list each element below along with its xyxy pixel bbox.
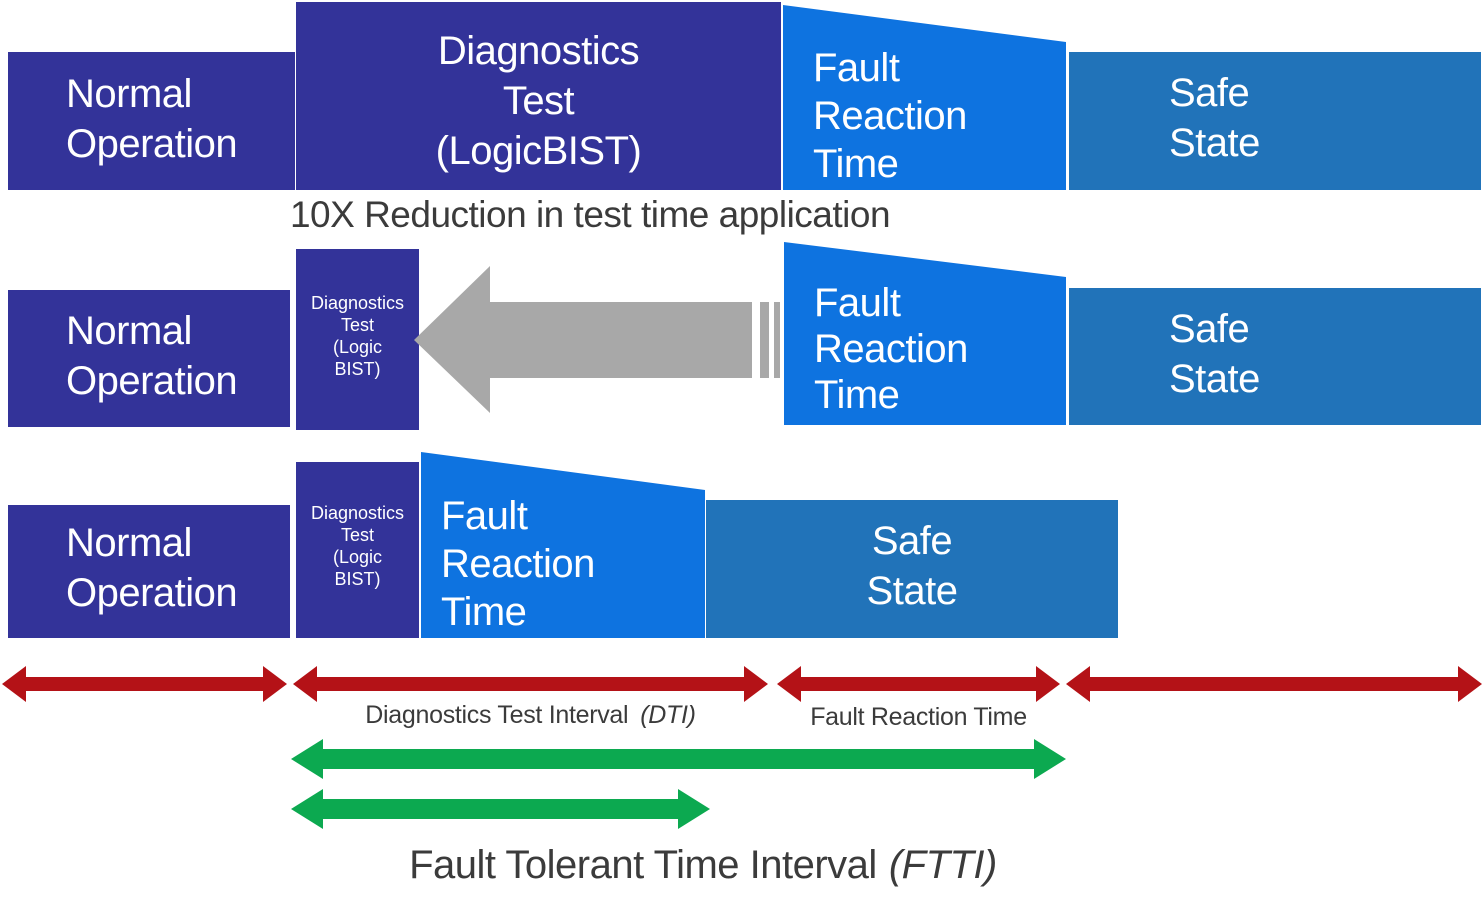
block-label-line: Diagnostics (310, 293, 405, 313)
fault-reaction-time-label: Fault Reaction Time (777, 703, 1060, 732)
frt-label-text: Fault Reaction Time (810, 703, 1027, 731)
row3-safe-state-block: Safe State (706, 500, 1118, 638)
block-label-line: Safe (1169, 307, 1250, 351)
row2-fault-reaction-time-block: Fault Reaction Time (784, 242, 1066, 425)
row1-fault-reaction-time-block: Fault Reaction Time (783, 5, 1066, 190)
red-span-arrow-dti (293, 666, 768, 702)
red-span-arrow-normal-operation (2, 666, 287, 702)
ftti-label: Fault Tolerant Time Interval(FTTI) (293, 843, 1113, 888)
block-label-line: BIST) (334, 359, 381, 379)
red-span-arrow-safe-state (1066, 666, 1482, 702)
row3-normal-operation-block: Normal Operation (8, 505, 290, 638)
block-label-line: State (1169, 357, 1260, 401)
block-label-line: (Logic (332, 337, 383, 357)
block-label-line: (LogicBIST) (435, 129, 642, 173)
left-arrow-icon (414, 266, 752, 413)
block-label-line: Reaction (441, 542, 595, 586)
block-label-line: State (866, 569, 958, 613)
block-label-line: Time (441, 590, 527, 634)
row2-normal-operation-block: Normal Operation (8, 290, 290, 427)
ftti-abbr-text: (FTTI) (888, 843, 998, 887)
block-label-line: (Logic (332, 547, 383, 567)
row2-safe-state-block: Safe State (1069, 288, 1481, 425)
dti-label-text: Diagnostics Test Interval (365, 701, 629, 729)
red-span-arrow-fault-reaction-time (777, 666, 1060, 702)
block-label-line: Safe (1169, 71, 1250, 115)
block-label-line: Fault (813, 46, 900, 90)
block-label-line: Fault (441, 494, 528, 538)
block-label-line: Normal (66, 309, 192, 353)
dti-abbr-text: (DTI) (640, 701, 696, 729)
ftti-label-text: Fault Tolerant Time Interval (409, 843, 877, 887)
block-label-line: Test (340, 315, 374, 335)
block-label-line: Reaction (813, 94, 967, 138)
block-label-line: Normal (66, 72, 192, 116)
block-label-line: Test (340, 525, 374, 545)
block-label-line: Safe (871, 519, 953, 563)
block-label-line: Operation (66, 359, 238, 403)
block-label-line: State (1169, 121, 1260, 165)
block-label-line: Reaction (814, 327, 968, 371)
block-label-line: Normal (66, 521, 192, 565)
green-span-arrow-long (291, 739, 1066, 779)
reduction-note: 10X Reduction in test time application (289, 194, 891, 235)
pause-bar-icon (774, 302, 780, 378)
dti-interval-label: Diagnostics Test Interval (DTI) (293, 701, 768, 730)
row2-diagnostics-test-block: Diagnostics Test (Logic BIST) (296, 249, 419, 430)
block-label-line: Time (813, 142, 899, 186)
block-label-line: Fault (814, 281, 901, 325)
row1-diagnostics-test-block: Diagnostics Test (LogicBIST) (296, 2, 781, 190)
block-label-line: Diagnostics (437, 29, 640, 73)
block-label-line: Time (814, 373, 900, 417)
row1-normal-operation-block: Normal Operation (8, 52, 295, 190)
block-label-line: BIST) (334, 569, 381, 589)
pause-bar-icon (760, 302, 769, 378)
block-label-line: Test (502, 79, 575, 123)
row3-fault-reaction-time-block: Fault Reaction Time (421, 452, 705, 638)
row1-safe-state-block: Safe State (1069, 52, 1481, 190)
green-span-arrow-short (291, 789, 710, 829)
block-label-line: Diagnostics (310, 503, 405, 523)
block-label-line: Operation (66, 122, 238, 166)
block-label-line: Operation (66, 571, 238, 615)
row3-diagnostics-test-block: Diagnostics Test (Logic BIST) (296, 462, 419, 638)
